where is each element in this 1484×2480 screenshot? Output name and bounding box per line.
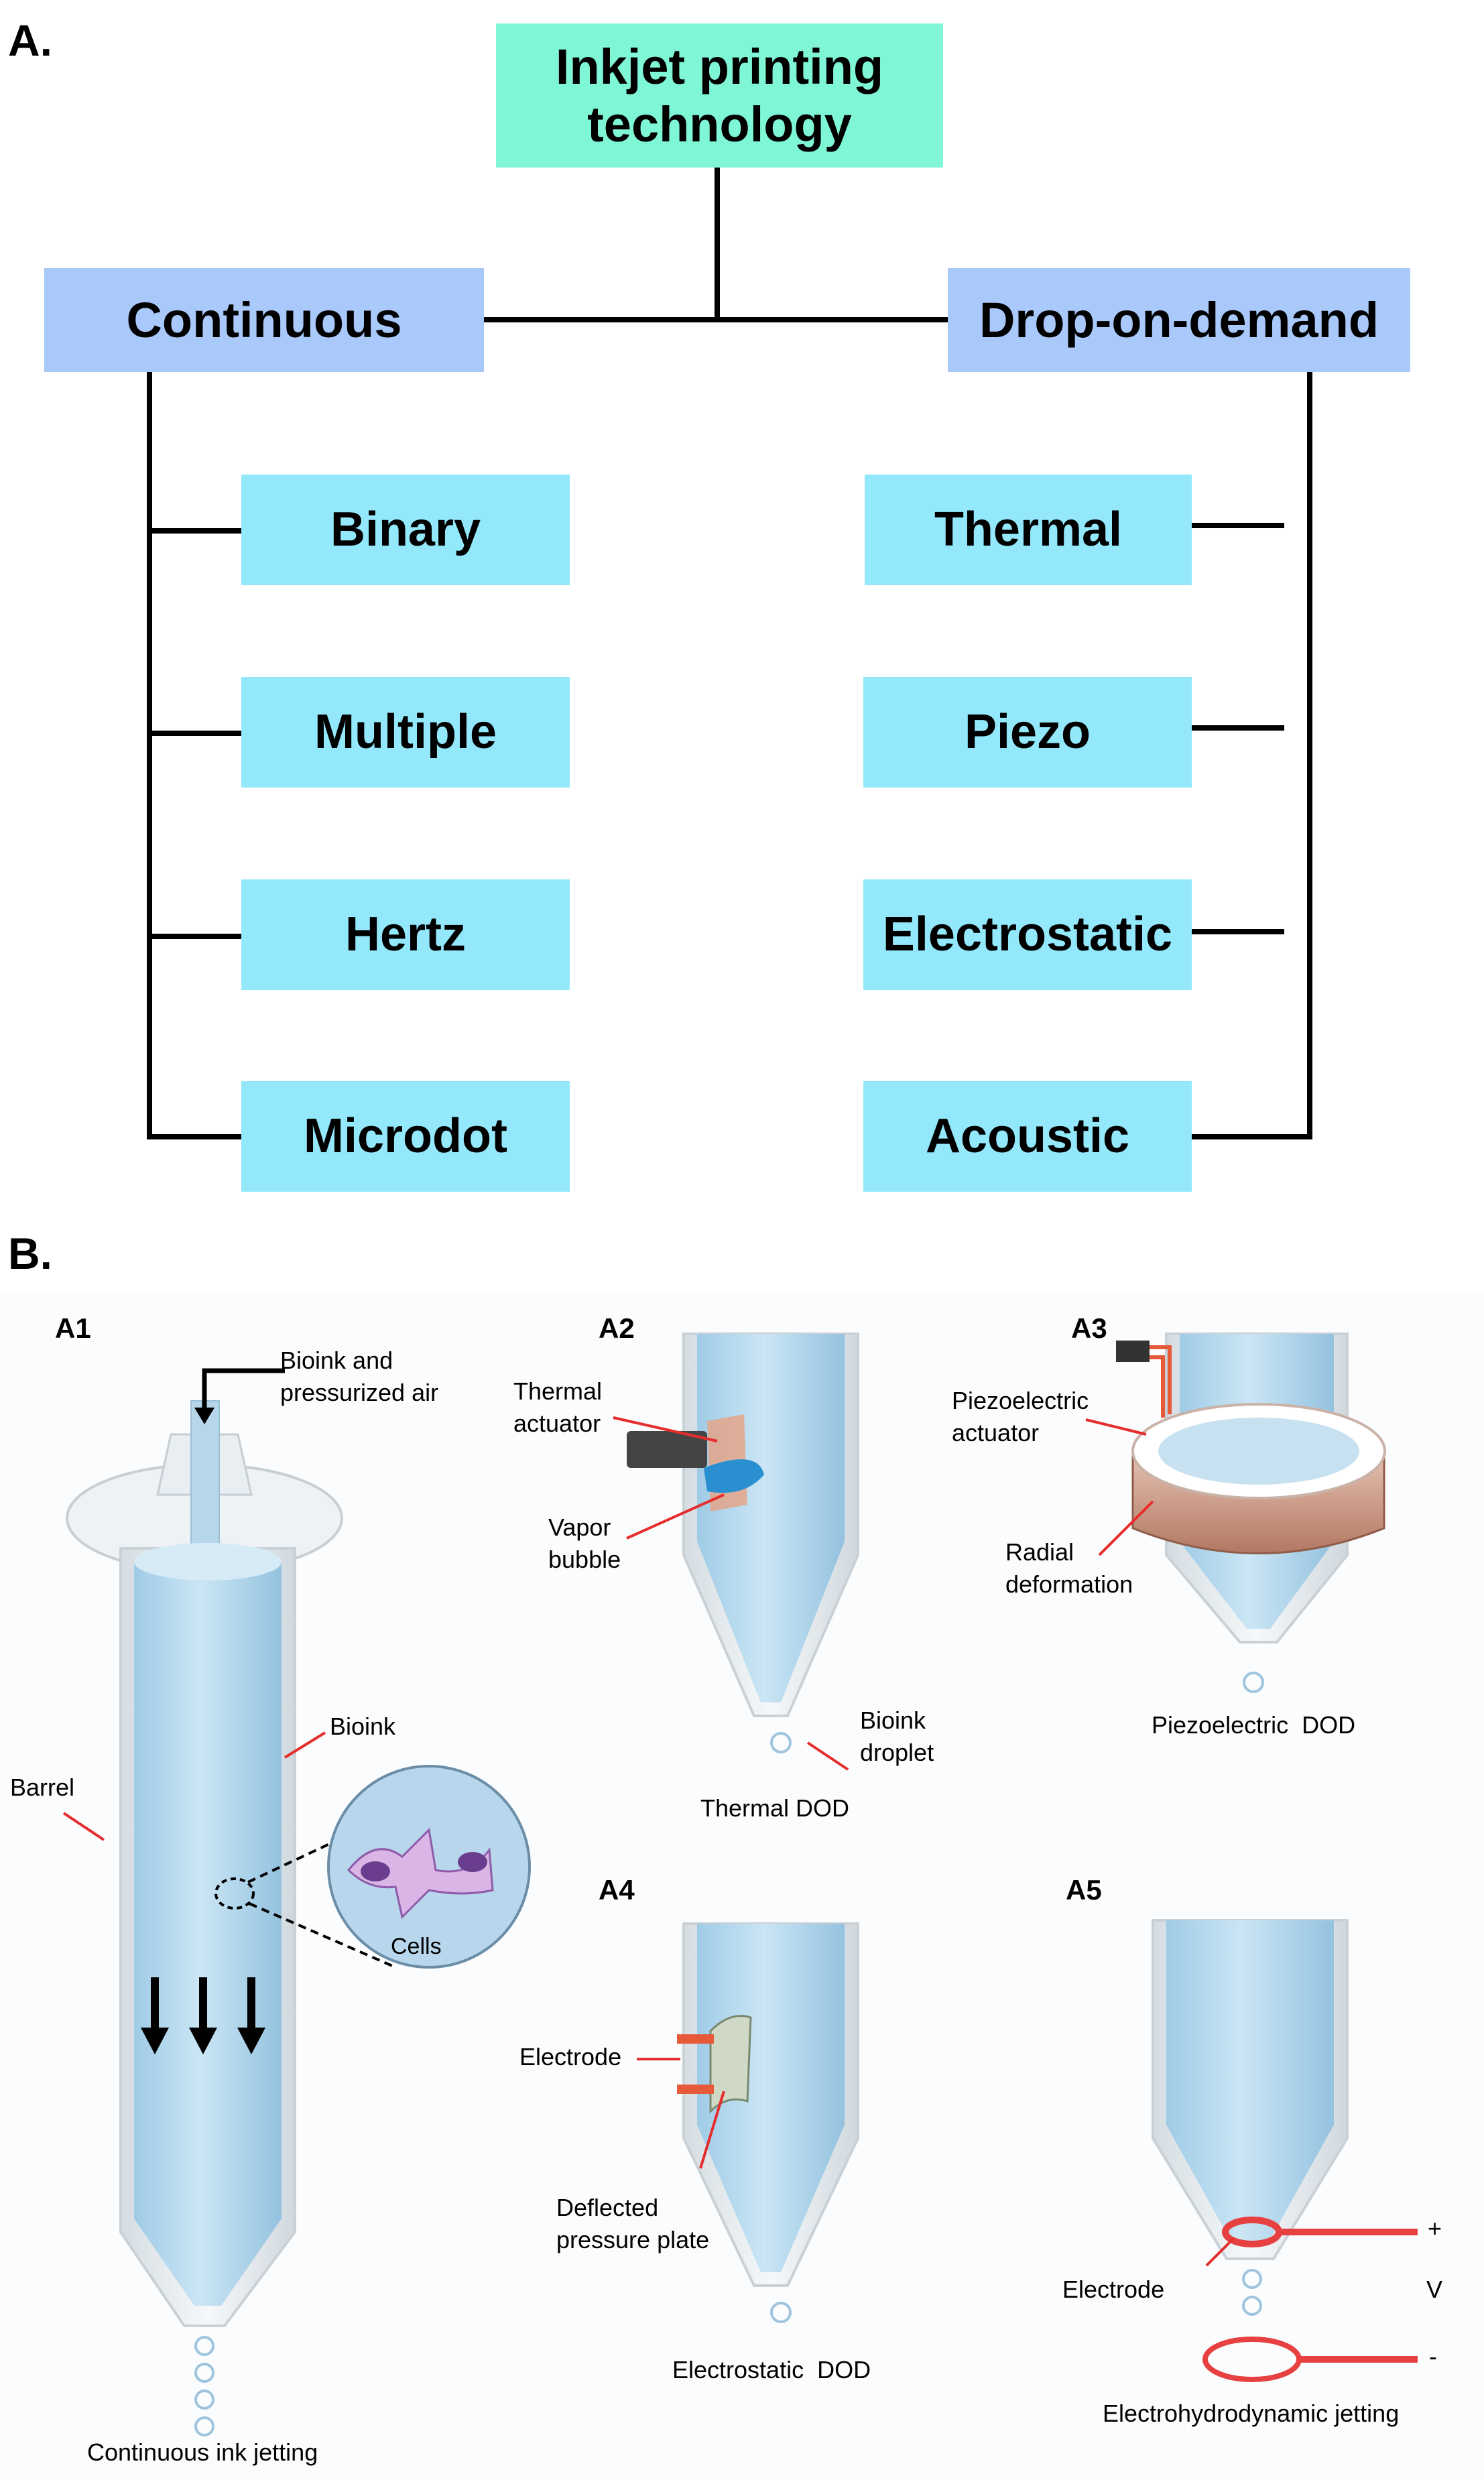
continuous-trunk — [147, 372, 152, 1139]
a5-voltage-label: V — [1426, 2276, 1443, 2303]
tick-piezo — [1190, 725, 1284, 731]
leaf-multiple-label: Multiple — [314, 705, 497, 759]
a5-plus-label: + — [1428, 2215, 1442, 2242]
a3-piezo-nozzle — [1085, 1332, 1386, 1693]
a2-thermal-line2: actuator — [513, 1410, 601, 1437]
a3-radial-line2: deformation — [1005, 1570, 1133, 1598]
leaf-piezo-label: Piezo — [964, 705, 1091, 759]
leaf-acoustic-label: Acoustic — [925, 1109, 1130, 1164]
a5-minus-label: - — [1429, 2343, 1437, 2370]
a3-actuator-line2: actuator — [952, 1419, 1040, 1446]
a5-electrode-label: Electrode — [1062, 2276, 1165, 2303]
a4-plate-line1: Deflected — [556, 2194, 659, 2221]
leaf-thermal-label: Thermal — [934, 503, 1123, 557]
a1-barrel-label: Barrel — [10, 1774, 75, 1801]
continuous-label: Continuous — [126, 292, 402, 348]
a5-ehd-nozzle — [1152, 1919, 1418, 2382]
leaf-piezo: Piezo — [863, 677, 1192, 788]
leaf-multiple: Multiple — [241, 677, 570, 788]
leaf-hertz-label: Hertz — [345, 908, 467, 962]
a1-tag: A1 — [55, 1312, 91, 1344]
a1-caption: Continuous ink jetting — [87, 2438, 318, 2466]
a2-thermal-nozzle — [613, 1332, 859, 1771]
tick-acoustic — [1190, 1134, 1312, 1139]
a1-cells-label: Cells — [391, 1934, 442, 1959]
tick-electrostatic — [1190, 929, 1284, 934]
panel-b-label: B. — [8, 1229, 52, 1278]
a2-droplet-line1: Bioink — [860, 1707, 926, 1734]
a3-actuator-label: Piezoelectric actuator — [952, 1385, 1089, 1449]
a4-plate-label: Deflected pressure plate — [556, 2192, 709, 2256]
a1-syringe — [62, 1368, 531, 2436]
a2-thermal-actuator-label: Thermal actuator — [513, 1375, 602, 1440]
a4-electrode-label: Electrode — [519, 2043, 622, 2070]
a5-tag: A5 — [1066, 1874, 1102, 1906]
leaf-microdot: Microdot — [241, 1081, 570, 1192]
a5-caption: Electrohydrodynamic jetting — [1103, 2400, 1400, 2427]
dod-node: Drop-on-demand — [948, 268, 1410, 372]
root-node-label: Inkjet printing technology — [555, 39, 884, 152]
leaf-electrostatic-label: Electrostatic — [882, 908, 1173, 962]
leaf-electrostatic: Electrostatic — [863, 879, 1192, 990]
tick-thermal — [1190, 523, 1284, 528]
dod-trunk — [1307, 372, 1312, 1139]
leaf-acoustic: Acoustic — [863, 1081, 1192, 1192]
a3-radial-line1: Radial — [1005, 1538, 1074, 1566]
a2-vapor-bubble-label: Vapor bubble — [548, 1511, 621, 1576]
a4-plate-line2: pressure plate — [556, 2226, 710, 2253]
a2-droplet-label: Bioink droplet — [860, 1704, 934, 1769]
a1-inlet-line2: pressurized air — [280, 1379, 439, 1406]
a1-inlet-line1: Bioink and — [280, 1347, 393, 1374]
tick-binary — [147, 528, 242, 534]
root-connector — [715, 168, 720, 322]
branch-connector — [484, 317, 950, 322]
a2-tag: A2 — [599, 1312, 635, 1344]
tick-multiple — [147, 731, 242, 736]
root-node: Inkjet printing technology — [496, 23, 943, 168]
leaf-binary: Binary — [241, 475, 570, 585]
a2-droplet-line2: droplet — [860, 1739, 934, 1766]
a1-inlet-label: Bioink and pressurized air — [280, 1345, 438, 1409]
leaf-hertz: Hertz — [241, 879, 570, 990]
a2-vapor-line1: Vapor — [548, 1513, 611, 1541]
tick-microdot — [147, 1134, 242, 1139]
a3-actuator-line1: Piezoelectric — [952, 1387, 1089, 1414]
a4-electrostatic-nozzle — [637, 1922, 859, 2323]
a3-caption: Piezoelectric DOD — [1152, 1711, 1356, 1739]
a2-vapor-line2: bubble — [548, 1546, 621, 1573]
a1-bioink-label: Bioink — [330, 1713, 396, 1740]
a3-radial-label: Radial deformation — [1005, 1536, 1133, 1601]
leaf-thermal: Thermal — [865, 475, 1192, 585]
a4-tag: A4 — [599, 1874, 635, 1906]
tick-hertz — [147, 934, 242, 939]
continuous-node: Continuous — [44, 268, 484, 372]
leaf-binary-label: Binary — [330, 503, 481, 557]
a4-caption: Electrostatic DOD — [672, 2356, 871, 2383]
panel-a-label: A. — [8, 15, 52, 65]
dod-label: Drop-on-demand — [979, 292, 1379, 348]
a2-thermal-line1: Thermal — [513, 1377, 603, 1405]
leaf-microdot-label: Microdot — [304, 1109, 507, 1164]
a3-tag: A3 — [1071, 1312, 1107, 1344]
a2-caption: Thermal DOD — [700, 1794, 850, 1822]
nozzle-illustrations — [0, 1294, 1484, 2480]
